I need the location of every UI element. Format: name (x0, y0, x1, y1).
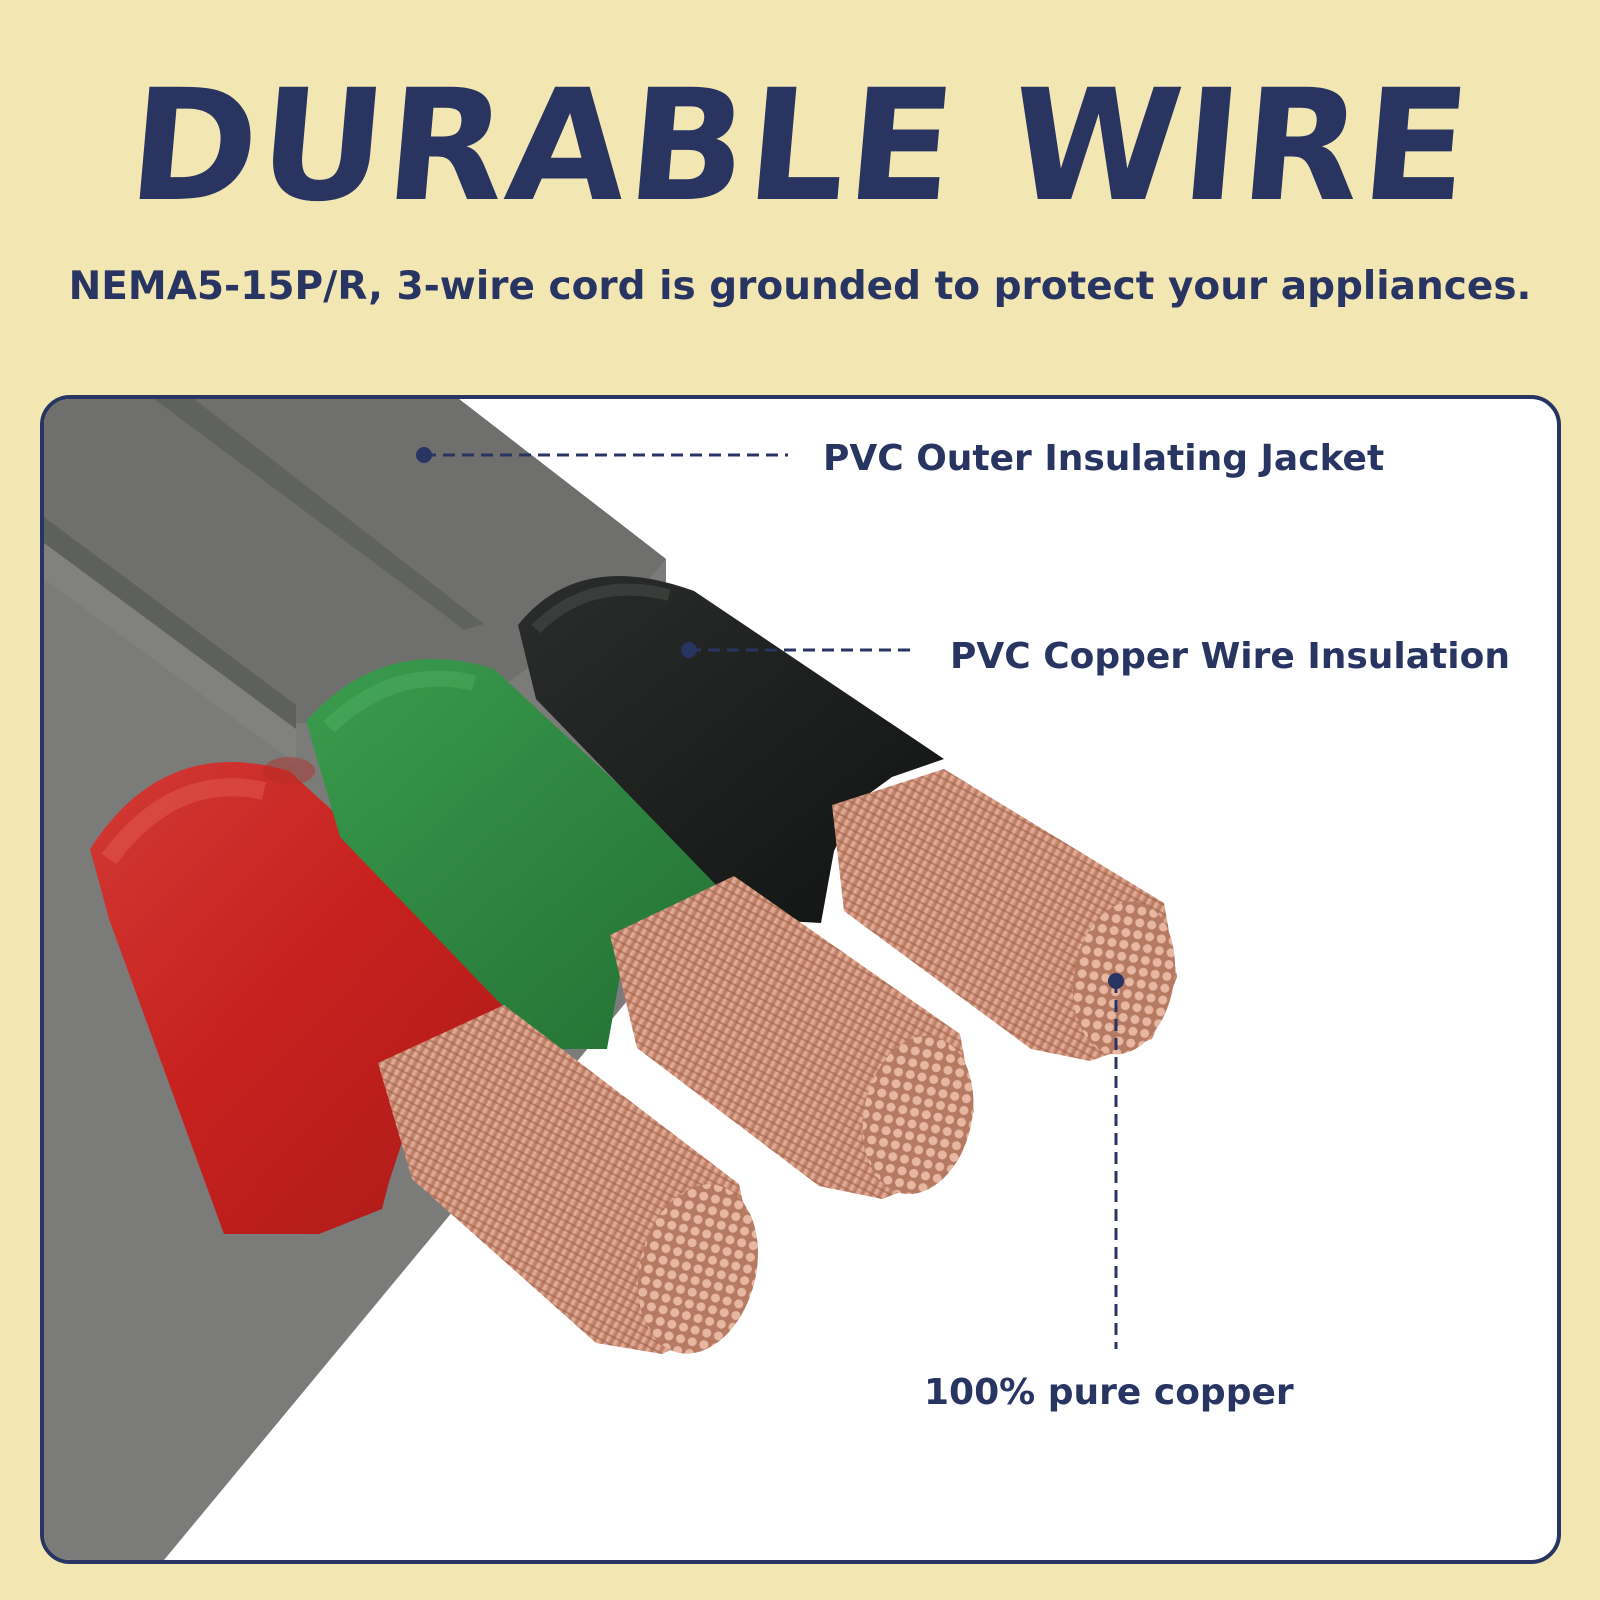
page-title: DURABLE WIRE (122, 57, 1478, 236)
cable-illustration (44, 399, 1177, 1560)
red-wire (90, 757, 539, 1234)
black-copper-strands (832, 769, 1177, 1061)
red-copper-strands (378, 1005, 758, 1354)
copper-label: 100% pure copper (924, 1372, 1294, 1413)
outer-jacket-label: PVC Outer Insulating Jacket (823, 438, 1385, 479)
cable-diagram-panel: PVC Outer Insulating Jacket PVC Copper W… (40, 395, 1561, 1564)
callout-lines (416, 447, 1124, 1349)
wire-insulation-label: PVC Copper Wire Insulation (950, 636, 1510, 677)
page-subtitle: NEMA5-15P/R, 3-wire cord is grounded to … (68, 264, 1532, 309)
green-wire (306, 658, 742, 1049)
green-copper-strands (610, 876, 974, 1199)
